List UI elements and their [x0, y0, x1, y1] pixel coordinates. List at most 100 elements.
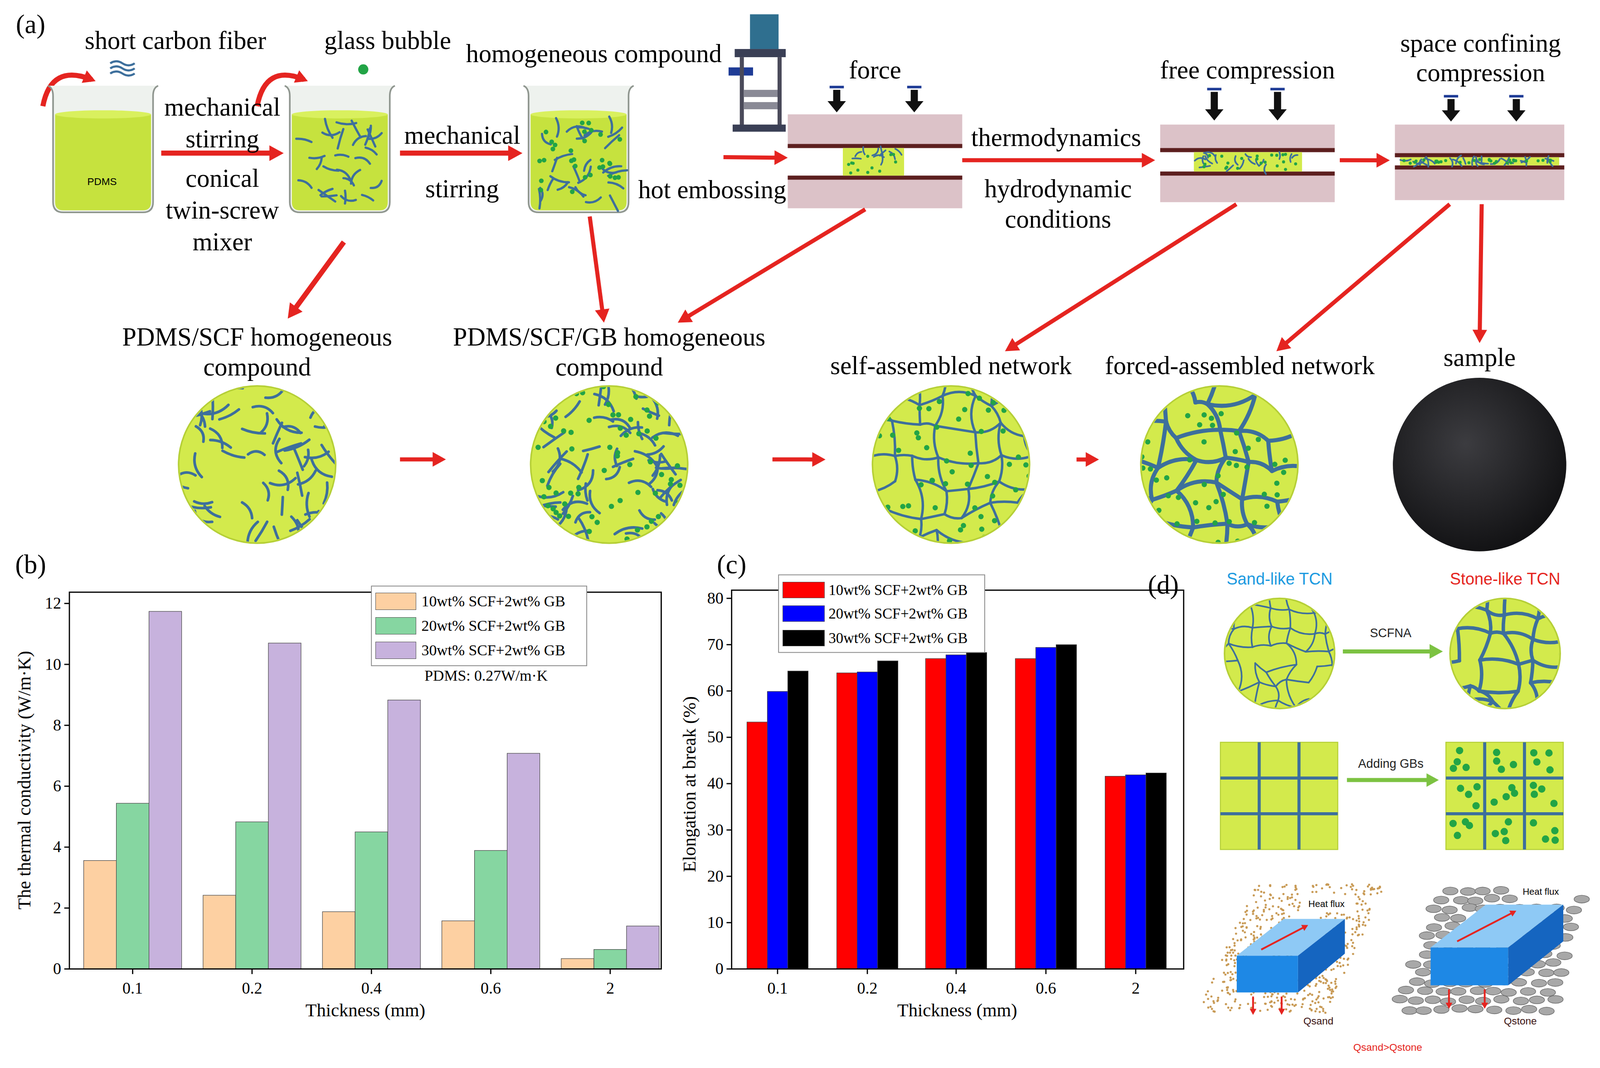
fiber-network — [921, 514, 945, 520]
carbon-fiber — [310, 408, 325, 418]
glass-bubble — [1220, 154, 1224, 158]
carbon-fiber — [329, 398, 332, 419]
stone — [1391, 994, 1408, 1003]
sand-grain — [1351, 884, 1355, 887]
fiber-line — [1445, 776, 1564, 780]
carbon-fiber — [544, 522, 560, 539]
carbon-fiber — [589, 491, 600, 514]
glass-bubble — [918, 481, 925, 488]
sand-grain — [1216, 996, 1220, 999]
sand-grain — [1264, 906, 1267, 909]
sand-grain — [1297, 906, 1300, 909]
fiber-network — [1290, 627, 1315, 635]
stone — [1417, 986, 1433, 995]
glass-bubble — [553, 415, 559, 421]
sand-grain — [1354, 893, 1357, 896]
glass-bubble — [1000, 427, 1007, 434]
glass-bubble — [1453, 758, 1461, 766]
carbon-fiber — [1245, 154, 1252, 158]
carbon-fiber — [523, 538, 545, 545]
glass-bubble — [1264, 503, 1270, 509]
sand-grain — [1205, 993, 1208, 996]
sand-grain — [1224, 973, 1227, 976]
fiber-network — [1176, 429, 1221, 438]
glass-bubble — [633, 393, 639, 400]
fiber-network — [1228, 643, 1238, 661]
carbon-fiber — [304, 449, 309, 467]
carbon-fiber — [578, 517, 589, 541]
glass-bubble — [1408, 161, 1412, 166]
circle-content — [169, 388, 342, 553]
fiber-network — [1255, 393, 1270, 395]
edge-label: SCFNA — [1370, 625, 1412, 641]
bar — [355, 831, 388, 969]
glass-bubble — [1196, 422, 1203, 428]
glass-bubble — [1449, 764, 1458, 772]
sand-grain — [1298, 901, 1301, 904]
fiber-network — [1242, 496, 1278, 502]
fiber-network — [867, 395, 881, 405]
fiber-network — [912, 455, 939, 460]
fiber-network — [1268, 440, 1272, 472]
sand-grain — [1234, 954, 1237, 957]
sand-grain — [1230, 957, 1233, 960]
fiber-network — [1478, 690, 1494, 702]
stone — [1458, 995, 1475, 1004]
glass-bubble — [647, 458, 654, 465]
carbon-fiber — [542, 133, 551, 145]
fiber-network — [1478, 722, 1515, 727]
fiber-network — [1563, 664, 1583, 668]
sand-grain — [1342, 957, 1346, 960]
stone — [1433, 1005, 1450, 1013]
fiber-network — [935, 395, 944, 426]
fiber-network — [1486, 610, 1491, 634]
carbon-fiber — [1449, 158, 1453, 167]
compound-circle — [1140, 385, 1299, 544]
glass-bubble — [1493, 161, 1497, 166]
bar — [626, 925, 660, 969]
text-label: 8 — [53, 715, 62, 735]
fiber-network — [887, 533, 894, 563]
glass-bubble — [1491, 829, 1499, 837]
fiber-line — [1297, 742, 1301, 850]
fiber-network — [944, 514, 962, 519]
sand-grain — [1251, 910, 1255, 913]
glass-bubble — [644, 524, 650, 530]
glass-bubble — [981, 534, 988, 540]
glass-bubble — [1509, 760, 1518, 769]
glass-bubble — [548, 528, 555, 535]
glass-bubble — [1275, 391, 1282, 397]
sand-grain — [1275, 911, 1278, 915]
sand-grain — [1210, 995, 1213, 998]
stone — [1556, 951, 1573, 960]
stone — [1405, 960, 1421, 968]
fiber-network — [1024, 392, 1027, 436]
sand-grain — [1366, 909, 1369, 912]
sand-grain — [1256, 924, 1259, 928]
sand-grain — [1259, 894, 1263, 898]
glass-bubble — [615, 412, 622, 418]
legend-swatch — [375, 641, 417, 659]
glass-bubble — [1293, 162, 1298, 166]
fiber-network — [1537, 613, 1564, 619]
glass-bubble — [884, 534, 890, 540]
sand-grain — [1328, 988, 1332, 991]
sand-grain — [1330, 992, 1333, 995]
axis-tick — [777, 968, 779, 974]
glass-bubble — [916, 405, 923, 411]
carbon-fiber — [1463, 158, 1466, 165]
sand-grain — [1245, 926, 1248, 929]
sand-grain — [1351, 944, 1354, 948]
network-circle: Sand-like TCN — [1216, 569, 1343, 710]
glass-bubble — [586, 120, 591, 126]
glass-bubble — [1215, 472, 1221, 479]
press-machine — [749, 14, 779, 50]
fiber-network — [1000, 422, 1025, 437]
sand-grain — [1241, 922, 1245, 925]
carbon-fiber — [542, 534, 565, 549]
fiber-network — [1234, 626, 1253, 629]
fiber-network — [1208, 610, 1214, 627]
glass-bubble — [1203, 162, 1207, 166]
fiber-network — [919, 395, 943, 405]
glass-bubble — [1255, 154, 1260, 158]
